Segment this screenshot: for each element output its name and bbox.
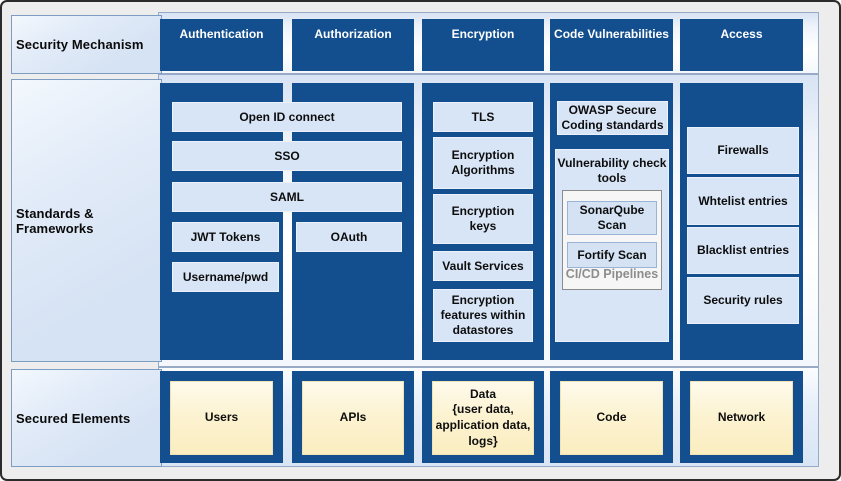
secured-code: Code (560, 381, 663, 455)
row-label-security-mechanism: Security Mechanism (11, 15, 162, 74)
box-blacklist-entries-text: Blacklist entries (696, 243, 790, 257)
box-firewalls: Firewalls (687, 127, 799, 174)
box-username-pwd: Username/pwd (172, 262, 279, 292)
secured-code-frame: Code (550, 371, 673, 463)
column-header-access: Access (680, 19, 803, 71)
box-owasp-secure-coding-text: OWASP Secure Coding standards (561, 103, 664, 132)
secured-data-text: Data {user data, application data, logs} (435, 386, 531, 448)
column-header-encryption-text: Encryption (451, 27, 515, 41)
box-sso-text: SSO (274, 148, 300, 163)
column-header-access-text: Access (720, 27, 763, 41)
box-open-id-connect-text: Open ID connect (239, 109, 335, 124)
column-header-authorization-text: Authorization (314, 27, 392, 41)
row-label-secured-elements-text: Secured Elements (16, 410, 131, 426)
box-blacklist-entries: Blacklist entries (687, 227, 799, 274)
secured-users-text: Users (204, 410, 239, 425)
box-encryption-algorithms: Encryption Algorithms (433, 137, 533, 189)
secured-network-text: Network (717, 410, 766, 425)
box-sso: SSO (172, 141, 402, 171)
box-tls: TLS (433, 102, 533, 132)
row-label-secured-elements: Secured Elements (11, 369, 162, 467)
box-encryption-keys-text: Encryption keys (451, 204, 515, 233)
box-pipeline-group: SonarQube Scan Fortify Scan CI/CD Pipeli… (562, 190, 662, 290)
box-security-rules: Security rules (687, 277, 799, 324)
box-username-pwd-text: Username/pwd (182, 269, 269, 284)
box-encryption-algorithms-text: Encryption Algorithms (451, 148, 515, 177)
secured-data-frame: Data {user data, application data, logs} (422, 371, 544, 463)
box-oauth: OAuth (296, 222, 402, 252)
label-cicd-pipelines: CI/CD Pipelines (565, 267, 659, 281)
box-saml-text: SAML (270, 189, 304, 204)
box-oauth-text: OAuth (330, 229, 368, 244)
secured-apis: APIs (302, 381, 404, 455)
column-header-code-vulnerabilities-text: Code Vulnerabilities (554, 27, 669, 41)
box-encryption-keys: Encryption keys (433, 194, 533, 244)
box-vulnerability-check-tools: Vulnerability check tools SonarQube Scan… (555, 149, 669, 342)
box-vulnerability-check-tools-title: Vulnerability check tools (557, 156, 667, 185)
column-header-code-vulnerabilities: Code Vulnerabilities (550, 19, 673, 71)
column-header-authorization: Authorization (292, 19, 414, 71)
box-sonarqube-scan-text: SonarQube Scan (579, 203, 645, 232)
secured-apis-text: APIs (339, 410, 367, 425)
box-firewalls-text: Firewalls (717, 143, 769, 157)
secured-data: Data {user data, application data, logs} (432, 381, 534, 455)
row-label-security-mechanism-text: Security Mechanism (16, 37, 144, 52)
box-whitelist-entries-text: Whtelist entries (698, 193, 788, 208)
box-fortify-scan: Fortify Scan (567, 242, 657, 268)
row-label-standards-frameworks: Standards & Frameworks (11, 79, 162, 362)
column-header-authentication: Authentication (160, 19, 283, 71)
column-header-authentication-text: Authentication (179, 27, 264, 41)
box-jwt-tokens: JWT Tokens (172, 222, 279, 252)
box-encryption-features-datastores-text: Encryption features within datastores (440, 293, 526, 337)
row-label-standards-frameworks-text: Standards & Frameworks (16, 205, 94, 236)
box-jwt-tokens-text: JWT Tokens (190, 229, 261, 244)
box-vault-services: Vault Services (433, 251, 533, 281)
secured-network: Network (690, 381, 793, 455)
secured-network-frame: Network (680, 371, 803, 463)
box-encryption-features-datastores: Encryption features within datastores (433, 289, 533, 342)
box-security-rules-text: Security rules (703, 293, 783, 307)
secured-users: Users (170, 381, 273, 455)
box-sonarqube-scan: SonarQube Scan (567, 201, 657, 235)
box-fortify-scan-text: Fortify Scan (577, 247, 647, 262)
box-open-id-connect: Open ID connect (172, 102, 402, 132)
column-header-encryption: Encryption (422, 19, 544, 71)
box-saml: SAML (172, 182, 402, 212)
secured-code-text: Code (596, 410, 627, 425)
box-tls-text: TLS (471, 109, 495, 124)
box-whitelist-entries: Whtelist entries (687, 177, 799, 225)
box-vault-services-text: Vault Services (442, 258, 524, 273)
secured-users-frame: Users (160, 371, 283, 463)
box-owasp-secure-coding: OWASP Secure Coding standards (557, 101, 668, 135)
secured-apis-frame: APIs (292, 371, 414, 463)
